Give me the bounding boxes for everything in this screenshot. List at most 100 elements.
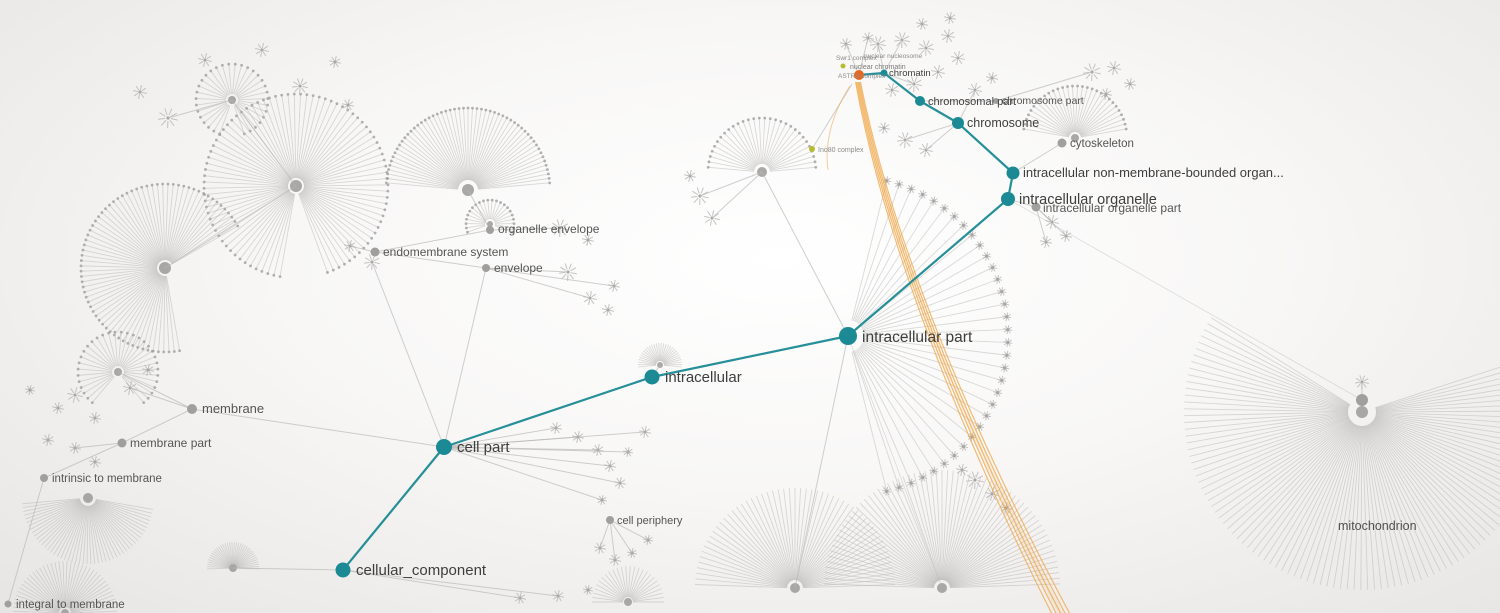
leaf-node-burst[interactable] xyxy=(158,108,178,129)
leaf-node-burst[interactable] xyxy=(198,53,212,67)
leaf-node-burst[interactable] xyxy=(1107,61,1121,75)
leaf-node-burst[interactable] xyxy=(292,78,308,95)
graph-node-chromosome[interactable] xyxy=(952,117,964,129)
leaf-node-burst[interactable] xyxy=(1003,325,1013,335)
graph-node-intracellular[interactable] xyxy=(644,369,660,385)
leaf-node-burst[interactable] xyxy=(840,38,852,50)
leaf-node-burst[interactable] xyxy=(608,280,620,292)
graph-node-intracellular_organelle[interactable] xyxy=(1001,192,1015,206)
leaf-node-burst[interactable] xyxy=(89,456,101,468)
graph-node-chromatin[interactable] xyxy=(880,69,888,77)
graph-node-membrane[interactable] xyxy=(187,404,197,414)
leaf-node-burst[interactable] xyxy=(1002,350,1012,360)
graph-node-ino80[interactable] xyxy=(809,146,815,152)
leaf-node-burst[interactable] xyxy=(123,381,137,395)
leaf-node-burst[interactable] xyxy=(583,585,593,595)
graph-node-mitochondrion_hub[interactable] xyxy=(1356,394,1368,406)
leaf-node-burst[interactable] xyxy=(142,364,154,376)
graph-node-integral_to_membrane[interactable] xyxy=(4,600,12,608)
leaf-node-burst[interactable] xyxy=(944,12,956,24)
leaf-node-burst[interactable] xyxy=(67,387,83,403)
graph-node-chromosome_part[interactable] xyxy=(993,98,999,104)
leaf-node-burst[interactable] xyxy=(623,447,633,457)
leaf-node-burst[interactable] xyxy=(993,274,1003,284)
leaf-node-burst[interactable] xyxy=(966,471,984,490)
fan-hub-node[interactable] xyxy=(61,609,69,613)
leaf-node-burst[interactable] xyxy=(931,65,945,79)
leaf-node-burst[interactable] xyxy=(1124,78,1136,90)
graph-node-cellular_component[interactable] xyxy=(335,562,351,578)
graph-node-nucleosome[interactable] xyxy=(854,70,864,80)
leaf-node-burst[interactable] xyxy=(583,291,597,305)
leaf-node-burst[interactable] xyxy=(951,51,965,65)
leaf-node-burst[interactable] xyxy=(1040,236,1052,248)
graph-node-intracellular_nmb_organelle[interactable] xyxy=(1006,166,1020,180)
leaf-node-burst[interactable] xyxy=(1000,363,1010,373)
leaf-node-burst[interactable] xyxy=(684,170,696,182)
leaf-node-burst[interactable] xyxy=(894,483,904,493)
graph-node-cytoskeleton[interactable] xyxy=(1057,138,1067,148)
leaf-node-burst[interactable] xyxy=(1100,88,1112,100)
leaf-node-burst[interactable] xyxy=(939,459,949,469)
graph-node-intracellular_organelle_part[interactable] xyxy=(1031,202,1041,212)
graph-node-intracellular_part[interactable] xyxy=(839,327,857,345)
graph-node-membrane_part[interactable] xyxy=(117,438,127,448)
leaf-node-burst[interactable] xyxy=(1000,299,1010,309)
leaf-node-burst[interactable] xyxy=(25,385,35,395)
leaf-node-burst[interactable] xyxy=(602,304,614,316)
leaf-node-burst[interactable] xyxy=(941,29,955,43)
leaf-node-burst[interactable] xyxy=(885,83,899,97)
graph-node-cell_periphery[interactable] xyxy=(606,516,614,524)
leaf-node-burst[interactable] xyxy=(52,402,64,414)
graph-node-chromosomal_part[interactable] xyxy=(915,96,925,106)
leaf-node-burst[interactable] xyxy=(894,32,910,49)
leaf-node-burst[interactable] xyxy=(1083,63,1101,82)
leaf-node-burst[interactable] xyxy=(342,99,354,111)
fan-hub-node[interactable] xyxy=(83,493,93,503)
leaf-node-burst[interactable] xyxy=(949,451,959,461)
leaf-node-burst[interactable] xyxy=(939,203,949,213)
leaf-node-burst[interactable] xyxy=(255,43,269,57)
leaf-node-burst[interactable] xyxy=(89,412,101,424)
leaf-node-burst[interactable] xyxy=(906,478,916,488)
leaf-node-burst[interactable] xyxy=(133,85,147,99)
fan-hub-node[interactable] xyxy=(624,598,632,606)
leaf-node-burst[interactable] xyxy=(1002,312,1012,322)
leaf-node-burst[interactable] xyxy=(956,464,968,476)
fan-hub-node[interactable] xyxy=(1071,134,1079,142)
leaf-node-burst[interactable] xyxy=(993,388,1003,398)
leaf-node-burst[interactable] xyxy=(572,431,584,443)
leaf-node-burst[interactable] xyxy=(982,411,992,421)
leaf-node-burst[interactable] xyxy=(982,251,992,261)
leaf-node-burst[interactable] xyxy=(967,230,977,240)
leaf-node-burst[interactable] xyxy=(897,132,913,149)
leaf-node-burst[interactable] xyxy=(988,263,998,273)
leaf-node-burst[interactable] xyxy=(906,184,916,194)
leaf-node-burst[interactable] xyxy=(894,179,904,189)
leaf-node-burst[interactable] xyxy=(870,36,886,53)
leaf-node-burst[interactable] xyxy=(916,18,928,30)
graph-node-olive_dot[interactable] xyxy=(840,63,846,69)
graph-node-intrinsic_to_membrane[interactable] xyxy=(40,474,48,482)
leaf-node-burst[interactable] xyxy=(42,434,54,446)
leaf-node-burst[interactable] xyxy=(329,56,341,68)
leaf-node-burst[interactable] xyxy=(1003,337,1013,347)
leaf-node-burst[interactable] xyxy=(988,399,998,409)
leaf-node-burst[interactable] xyxy=(918,473,928,483)
leaf-node-burst[interactable] xyxy=(918,40,934,57)
leaf-node-burst[interactable] xyxy=(949,211,959,221)
leaf-node-burst[interactable] xyxy=(906,76,922,93)
leaf-node-burst[interactable] xyxy=(691,187,709,206)
leaf-node-burst[interactable] xyxy=(997,375,1007,385)
leaf-node-burst[interactable] xyxy=(1060,230,1072,242)
leaf-node-burst[interactable] xyxy=(582,234,594,246)
graph-node-organelle_envelope[interactable] xyxy=(486,226,494,234)
graph-node-cell_part[interactable] xyxy=(436,439,452,455)
leaf-node-burst[interactable] xyxy=(592,444,604,456)
leaf-node-burst[interactable] xyxy=(997,287,1007,297)
graph-node-envelope[interactable] xyxy=(482,264,490,272)
fan-hub-node[interactable] xyxy=(487,221,493,227)
leaf-node-burst[interactable] xyxy=(878,122,890,134)
leaf-node-burst[interactable] xyxy=(959,442,969,452)
